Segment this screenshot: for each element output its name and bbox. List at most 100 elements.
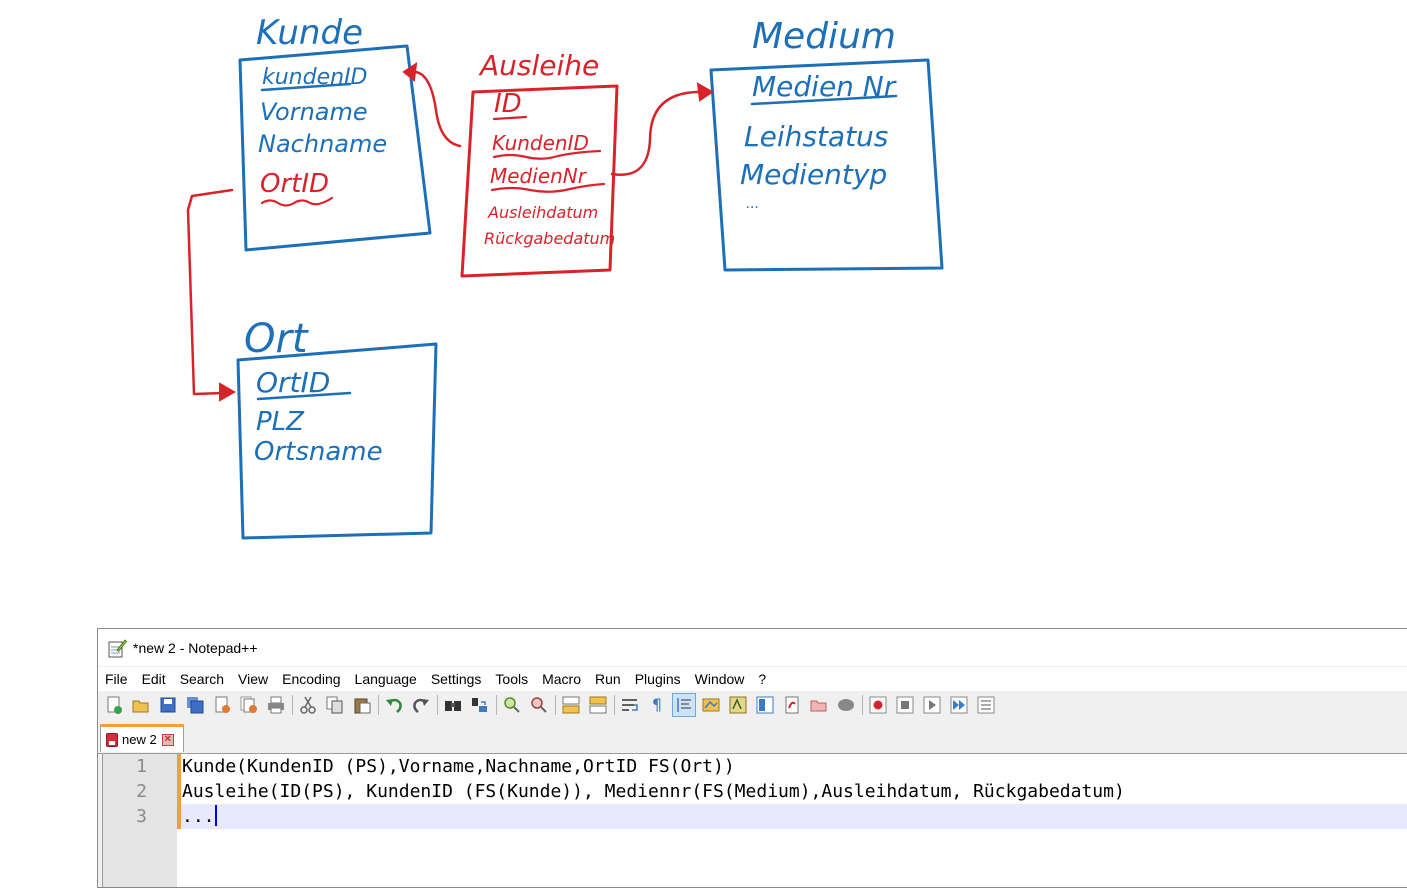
print-icon[interactable]	[265, 694, 287, 716]
toolbar: ¶	[98, 691, 1407, 719]
ausleihe-field-rueckgabedatum: Rückgabedatum	[484, 229, 615, 248]
folder-icon[interactable]	[808, 694, 830, 716]
relationship-ausleihe-medium	[610, 82, 714, 177]
doc-list-icon[interactable]	[754, 694, 776, 716]
notepad-icon	[107, 638, 128, 658]
kunde-field-nachname: Nachname	[258, 130, 387, 158]
menu-edit[interactable]: Edit	[141, 671, 166, 687]
medium-field-medientyp: Medientyp	[740, 158, 887, 191]
arrow-ausleihe-to-kunde	[410, 70, 462, 148]
save-all-icon[interactable]	[184, 694, 206, 716]
indent-guide-icon[interactable]	[672, 693, 696, 717]
code-line-text: ...	[182, 806, 215, 827]
menu-view[interactable]: View	[238, 671, 269, 687]
new-file-icon[interactable]	[103, 694, 125, 716]
paste-icon[interactable]	[351, 694, 373, 716]
find-icon[interactable]	[442, 694, 464, 716]
code-line[interactable]: Ausleihe(ID(PS), KundenID (FS(Kunde)), M…	[181, 779, 1407, 804]
monitor-icon[interactable]	[835, 694, 857, 716]
word-wrap-icon[interactable]	[619, 694, 641, 716]
ausleihe-field-ausleihdatum: Ausleihdatum	[487, 203, 598, 222]
toolbar-separator	[555, 695, 556, 715]
undo-icon[interactable]	[383, 694, 405, 716]
unsaved-file-icon	[106, 732, 118, 747]
sync-vertical-icon[interactable]	[560, 694, 582, 716]
menu-search[interactable]: Search	[179, 671, 225, 687]
ausleihe-field-id: ID	[494, 89, 522, 119]
ort-field-ortid: OrtID	[256, 366, 330, 399]
save-icon[interactable]	[157, 694, 179, 716]
ort-pk-underline	[256, 391, 352, 401]
arrow-kunde-to-ort	[186, 188, 234, 396]
entity-ort-box	[236, 342, 438, 540]
close-icon[interactable]	[211, 694, 233, 716]
line-number: 3	[136, 806, 147, 827]
copy-icon[interactable]	[324, 694, 346, 716]
menu-encoding[interactable]: Encoding	[282, 671, 341, 687]
redo-icon[interactable]	[410, 694, 432, 716]
save-macro-icon[interactable]	[975, 694, 997, 716]
toolbar-separator	[378, 695, 379, 715]
record-macro-icon[interactable]	[867, 694, 889, 716]
entity-ort: Ort OrtID PLZ Ortsname	[236, 316, 438, 540]
arrowhead-kunde	[402, 61, 418, 82]
ausleihe-field-kundenid: KundenID	[492, 131, 589, 155]
folder-workspace-icon[interactable]	[781, 694, 803, 716]
stop-macro-icon[interactable]	[894, 694, 916, 716]
ausleihe-fk1-underline	[492, 149, 602, 160]
menu-bar: File Edit Search View Encoding Language …	[98, 667, 1407, 691]
play-macro-icon[interactable]	[921, 694, 943, 716]
code-line[interactable]: Kunde(KundenID (PS),Vorname,Nachname,Ort…	[181, 754, 1407, 779]
arrow-ausleihe-to-medium	[610, 90, 702, 177]
code-line-current[interactable]: ...	[181, 804, 1407, 829]
menu-file[interactable]: File	[105, 671, 128, 687]
title-bar[interactable]: *new 2 - Notepad++	[98, 629, 1407, 666]
menu-window[interactable]: Window	[694, 671, 745, 687]
replace-icon[interactable]	[469, 694, 491, 716]
function-list-icon[interactable]	[727, 694, 749, 716]
toolbar-separator	[862, 695, 863, 715]
entity-kunde-title: Kunde	[256, 13, 363, 53]
cut-icon[interactable]	[297, 694, 319, 716]
window-title: *new 2 - Notepad++	[133, 639, 258, 656]
menu-run[interactable]: Run	[595, 671, 621, 687]
sync-horizontal-icon[interactable]	[587, 694, 609, 716]
toolbar-separator	[437, 695, 438, 715]
tab-close-icon[interactable]: ✕	[161, 733, 174, 746]
arrowhead-medium	[696, 82, 714, 102]
line-number: 1	[136, 756, 147, 777]
zoom-out-icon[interactable]	[528, 694, 550, 716]
medium-field-leihstatus: Leihstatus	[744, 120, 888, 153]
kunde-field-vorname: Vorname	[260, 98, 368, 126]
tab-label: new 2	[122, 732, 157, 747]
menu-macro[interactable]: Macro	[542, 671, 582, 687]
zoom-in-icon[interactable]	[501, 694, 523, 716]
arrowhead-ort	[219, 382, 237, 402]
run-macro-multiple-icon[interactable]	[948, 694, 970, 716]
toolbar-separator	[292, 695, 293, 715]
ort-field-plz: PLZ	[256, 407, 305, 437]
menu-language[interactable]: Language	[354, 671, 417, 687]
show-all-chars-icon[interactable]: ¶	[651, 695, 663, 714]
menu-tools[interactable]: Tools	[495, 671, 529, 687]
line-number: 2	[136, 781, 147, 802]
close-all-icon[interactable]	[238, 694, 260, 716]
relationship-kunde-ort	[186, 188, 237, 402]
menu-plugins[interactable]: Plugins	[634, 671, 681, 687]
menu-help[interactable]: ?	[758, 671, 767, 687]
open-file-icon[interactable]	[130, 694, 152, 716]
kunde-fk-underline	[260, 196, 334, 207]
tab-new-2[interactable]: new 2 ✕	[100, 724, 184, 752]
entity-ausleihe-box	[460, 84, 619, 278]
line-number-gutter: 1 2 3	[103, 754, 177, 887]
doc-map-icon[interactable]	[700, 694, 722, 716]
entity-medium: Medium Medien Nr Leihstatus Medientyp ..…	[709, 16, 944, 272]
ort-field-ortsname: Ortsname	[254, 437, 383, 467]
text-caret	[214, 805, 217, 826]
change-history-margin	[177, 754, 181, 829]
menu-settings[interactable]: Settings	[430, 671, 482, 687]
editor-area[interactable]: 1 2 3 Kunde(KundenID (PS),Vorname,Nachna…	[102, 754, 1407, 887]
kunde-pk-underline	[260, 82, 352, 92]
ausleihe-pk-underline	[492, 115, 528, 121]
code-line-text: Kunde(KundenID (PS),Vorname,Nachname,Ort…	[182, 756, 735, 777]
